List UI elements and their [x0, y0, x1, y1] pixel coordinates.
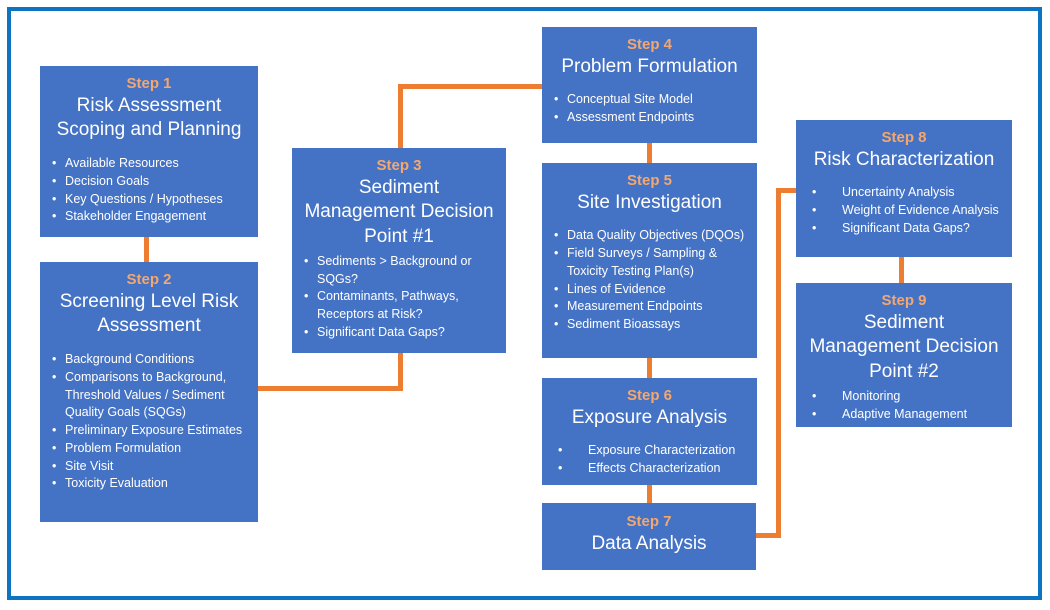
bullet-item: Problem Formulation	[52, 440, 248, 458]
bullet-item: Key Questions / Hypotheses	[52, 191, 248, 209]
connector-step2-step3-vertical	[398, 352, 403, 391]
step-5-title: Site Investigation	[577, 191, 722, 213]
bullet-item: Data Quality Objectives (DQOs)	[554, 227, 747, 245]
connector-step6-step7	[647, 485, 652, 503]
bullet-item: Weight of Evidence Analysis	[812, 202, 1002, 220]
bullet-item: Exposure Characterization	[558, 442, 747, 460]
step-5-box: Step 5 Site Investigation Data Quality O…	[542, 163, 757, 358]
connector-step5-step6	[647, 358, 652, 378]
step-6-label: Step 6	[626, 387, 672, 404]
step-2-bullets: Background ConditionsComparisons to Back…	[50, 351, 248, 493]
step-8-title: Risk Characterization	[813, 148, 995, 170]
step-3-box: Step 3 Sediment Management Decision Poin…	[292, 148, 506, 353]
bullet-item: Field Surveys / Sampling & Toxicity Test…	[554, 245, 747, 281]
step-8-label: Step 8	[881, 129, 927, 146]
bullet-item: Decision Goals	[52, 173, 248, 191]
step-4-label: Step 4	[626, 36, 672, 53]
bullet-item: Sediment Bioassays	[554, 316, 747, 334]
step-2-title: Screening Level Risk Assessment	[59, 290, 239, 337]
bullet-item: Significant Data Gaps?	[304, 324, 496, 342]
connector-step7-step8-upper-horizontal	[776, 188, 796, 193]
step-6-box: Step 6 Exposure Analysis Exposure Charac…	[542, 378, 757, 485]
bullet-item: Preliminary Exposure Estimates	[52, 422, 248, 440]
step-3-label: Step 3	[376, 157, 422, 174]
step-3-bullets: Sediments > Background or SQGs?Contamina…	[302, 253, 496, 342]
connector-step1-step2	[144, 237, 149, 262]
connector-step3-step4-vertical	[398, 84, 403, 148]
bullet-item: Adaptive Management	[812, 406, 1002, 424]
bullet-item: Sediments > Background or SQGs?	[304, 253, 496, 289]
bullet-item: Toxicity Evaluation	[52, 475, 248, 493]
bullet-item: Site Visit	[52, 458, 248, 476]
step-4-bullets: Conceptual Site ModelAssessment Endpoint…	[552, 91, 747, 127]
step-7-title: Data Analysis	[591, 532, 707, 554]
connector-step2-step3-horizontal	[257, 386, 403, 391]
bullet-item: Significant Data Gaps?	[812, 220, 1002, 238]
step-2-label: Step 2	[126, 271, 172, 288]
bullet-item: Conceptual Site Model	[554, 91, 747, 109]
bullet-item: Contaminants, Pathways, Receptors at Ris…	[304, 288, 496, 324]
bullet-item: Uncertainty Analysis	[812, 184, 1002, 202]
step-8-box: Step 8 Risk Characterization Uncertainty…	[796, 120, 1012, 257]
step-1-bullets: Available ResourcesDecision GoalsKey Que…	[50, 155, 248, 226]
step-9-label: Step 9	[881, 292, 927, 309]
step-4-title: Problem Formulation	[561, 55, 738, 77]
bullet-item: Measurement Endpoints	[554, 298, 747, 316]
connector-step7-step8-lower-horizontal	[755, 533, 781, 538]
bullet-item: Stakeholder Engagement	[52, 208, 248, 226]
step-9-box: Step 9 Sediment Management Decision Poin…	[796, 283, 1012, 427]
step-5-label: Step 5	[626, 172, 672, 189]
step-4-box: Step 4 Problem Formulation Conceptual Si…	[542, 27, 757, 143]
bullet-item: Monitoring	[812, 388, 1002, 406]
bullet-item: Comparisons to Background, Threshold Val…	[52, 369, 248, 422]
connector-step8-step9	[899, 257, 904, 283]
step-6-title: Exposure Analysis	[571, 406, 728, 428]
step-8-bullets: Uncertainty AnalysisWeight of Evidence A…	[806, 184, 1002, 237]
bullet-item: Effects Characterization	[558, 460, 747, 478]
step-1-label: Step 1	[126, 75, 172, 92]
step-9-bullets: MonitoringAdaptive Management	[806, 388, 1002, 424]
step-1-title: Risk Assessment Scoping and Planning	[56, 94, 242, 141]
step-9-title: Sediment Management Decision Point #2	[809, 311, 999, 383]
step-7-box: Step 7 Data Analysis	[542, 503, 756, 570]
step-6-bullets: Exposure CharacterizationEffects Charact…	[552, 442, 747, 478]
connector-step4-step5	[647, 143, 652, 163]
bullet-item: Lines of Evidence	[554, 281, 747, 299]
connector-step3-step4-horizontal	[398, 84, 542, 89]
step-2-box: Step 2 Screening Level Risk Assessment B…	[40, 262, 258, 522]
bullet-item: Background Conditions	[52, 351, 248, 369]
step-1-box: Step 1 Risk Assessment Scoping and Plann…	[40, 66, 258, 237]
step-5-bullets: Data Quality Objectives (DQOs)Field Surv…	[552, 227, 747, 334]
step-3-title: Sediment Management Decision Point #1	[304, 176, 494, 248]
step-7-label: Step 7	[626, 513, 672, 530]
bullet-item: Available Resources	[52, 155, 248, 173]
bullet-item: Assessment Endpoints	[554, 109, 747, 127]
connector-step7-step8-vertical	[776, 188, 781, 538]
